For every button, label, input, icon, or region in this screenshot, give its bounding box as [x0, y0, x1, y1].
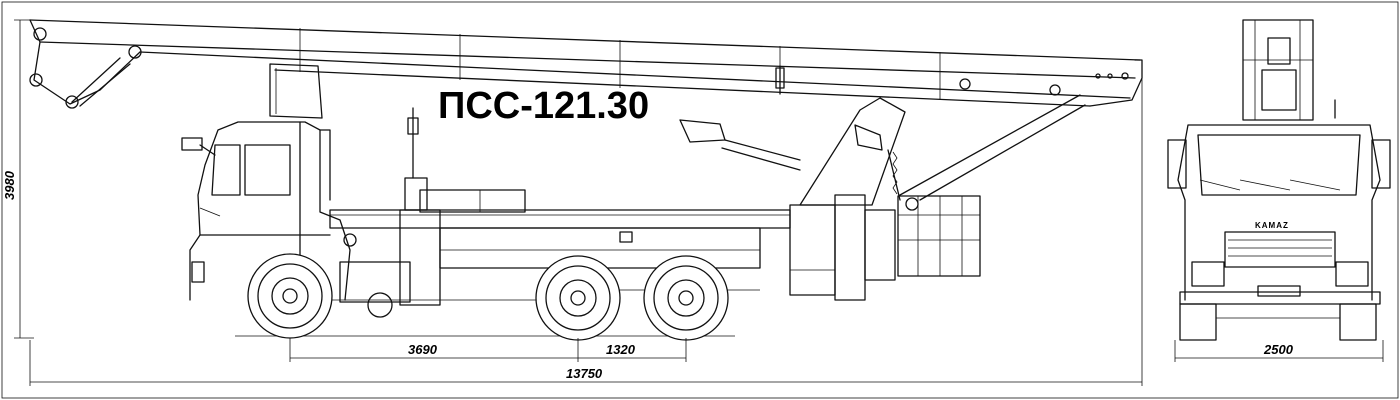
front-width-dimension: 2500 — [1174, 340, 1384, 362]
truck-cab — [181, 121, 357, 301]
dimension-lines: 3980 3690 1320 13750 — [2, 19, 1143, 386]
spare-reel — [367, 292, 393, 318]
dim-overall-width: 2500 — [1263, 342, 1294, 357]
telescopic-boom — [29, 19, 1143, 119]
front-view: KAMAZ — [1167, 19, 1391, 341]
side-view: ПСС-121.30 — [29, 19, 1143, 341]
work-basket — [897, 195, 981, 277]
dim-bogie-spacing: 1320 — [606, 342, 636, 357]
chassis-frame — [329, 107, 791, 306]
dim-overall-height: 3980 — [2, 170, 17, 200]
turret-and-lift-cylinder — [679, 94, 1086, 301]
rear-wheel-2 — [643, 255, 729, 341]
front-wheel — [247, 253, 333, 339]
dim-wheelbase: 3690 — [408, 342, 438, 357]
dim-overall-length: 13750 — [566, 366, 603, 381]
rear-wheel-1 — [535, 255, 621, 341]
model-title: ПСС-121.30 — [438, 85, 649, 127]
brand-logo: KAMAZ — [1255, 221, 1289, 230]
